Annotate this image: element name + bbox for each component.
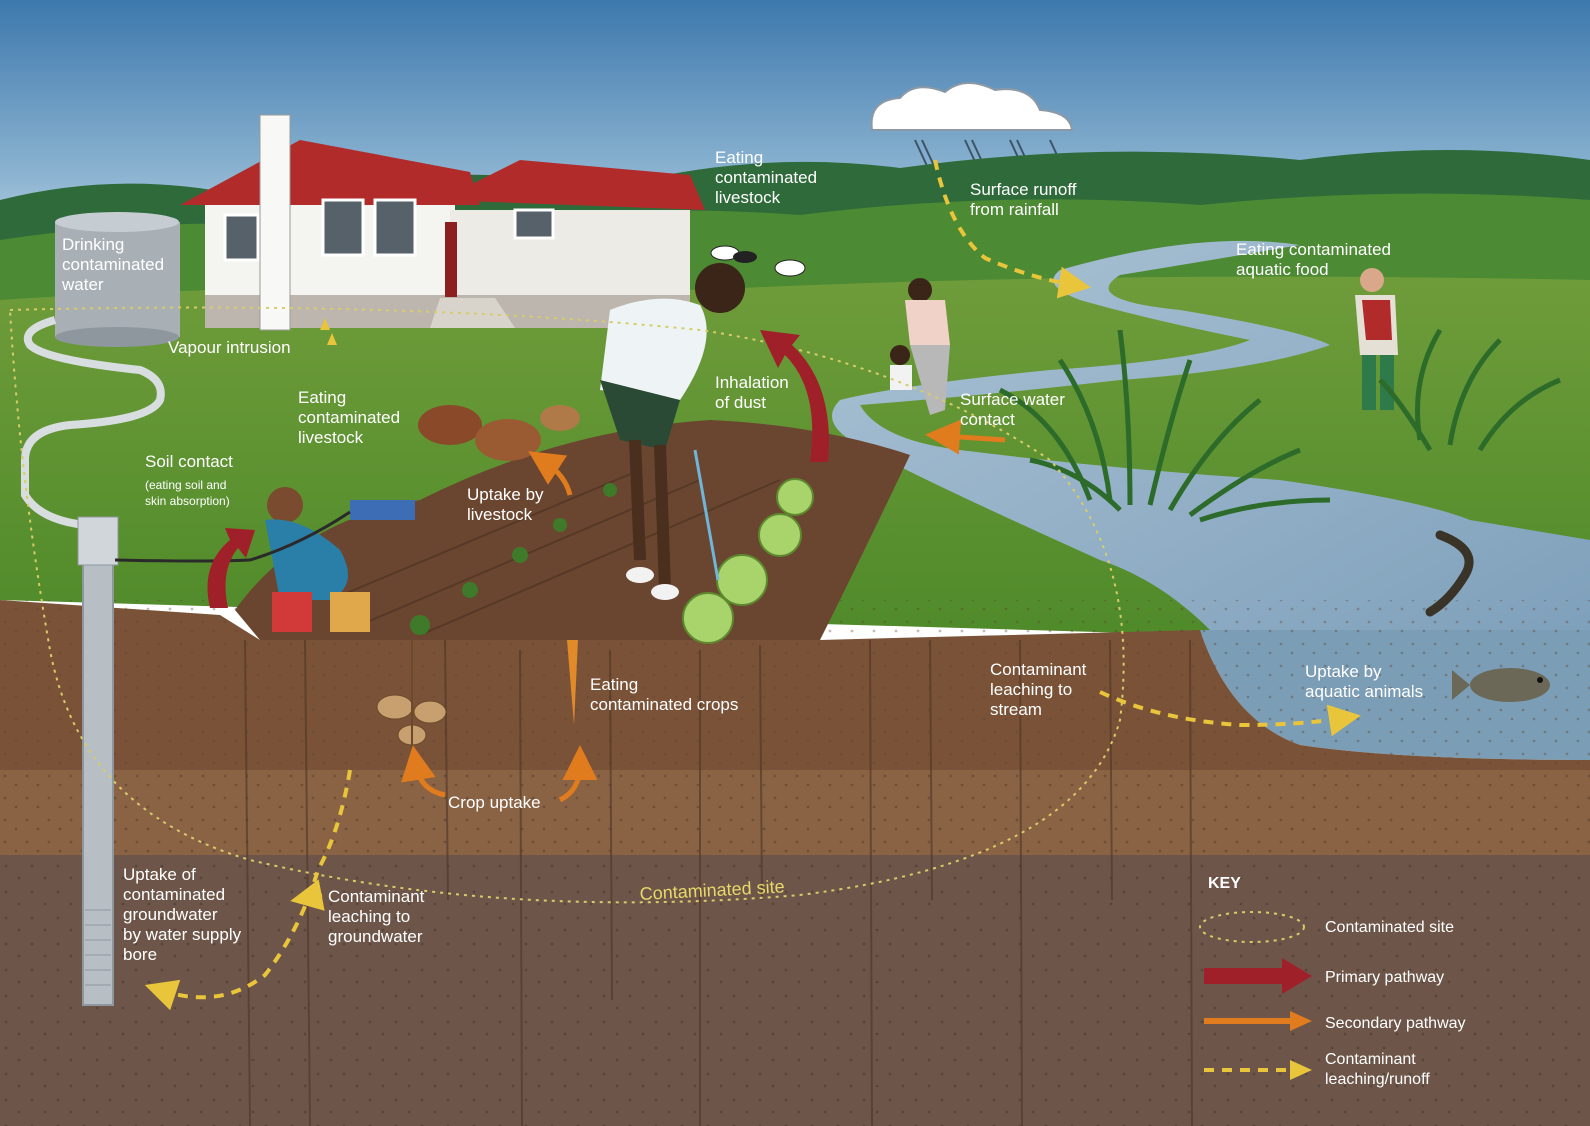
chickens — [418, 405, 580, 461]
label-uptake-of-groundwater: Uptake of contaminated groundwater by wa… — [123, 865, 246, 964]
bore-screen — [85, 909, 111, 986]
legend-item-primary-pathway: Primary pathway — [1204, 958, 1444, 994]
label-leaching-to-stream: Contaminant leaching to stream — [990, 660, 1091, 719]
vapour-intrusion-arrows — [320, 318, 337, 345]
trout — [1452, 668, 1550, 702]
legend: KEY Contaminated site Primary pathway Se… — [1199, 875, 1466, 1088]
label-soil-contact: Soil contact — [145, 452, 233, 471]
label-eating-contaminated-crops: Eating contaminated crops — [590, 675, 738, 714]
legend-item-contaminated-site: Contaminated site — [1199, 911, 1454, 943]
label-surface-water-contact: Surface water contact — [960, 390, 1070, 429]
label-eating-livestock-top: Eating contaminated livestock — [715, 148, 822, 207]
house — [180, 114, 705, 331]
cabbages — [682, 478, 814, 644]
label-inhalation-of-dust: Inhalation of dust — [715, 373, 793, 412]
leaching-runoff-arrows — [144, 159, 1361, 1011]
bore-cap — [77, 516, 119, 566]
stream — [832, 240, 1590, 640]
potato-roots — [376, 640, 447, 752]
legend-label: Contaminated site — [1325, 919, 1454, 936]
label-surface-runoff: Surface runoff from rainfall — [970, 180, 1081, 219]
secondary-pathway-arrows — [401, 419, 1006, 803]
legend-item-leaching-runoff: Contaminant leaching/runoff — [1204, 1051, 1430, 1088]
water-tank — [55, 212, 180, 347]
legend-label: Contaminant leaching/runoff — [1325, 1051, 1430, 1088]
label-leaching-to-groundwater: Contaminant leaching to groundwater — [328, 887, 429, 946]
label-drinking-water: Drinking contaminated water — [61, 235, 169, 294]
label-soil-contact-detail: (eating soil and skin absorption) — [145, 478, 230, 508]
label-crop-uptake: Crop uptake — [448, 793, 541, 812]
legend-symbol-dotted-ellipse — [1199, 911, 1305, 943]
eel — [1425, 530, 1474, 617]
legend-title: KEY — [1208, 875, 1241, 892]
child-at-garden — [265, 487, 370, 632]
carrot-root — [567, 640, 578, 725]
label-vapour-intrusion: Vapour intrusion — [168, 338, 291, 357]
label-uptake-by-livestock: Uptake by livestock — [467, 485, 548, 524]
label-eating-aquatic-food: Eating contaminated aquatic food — [1236, 240, 1396, 279]
water-supply-bore — [82, 519, 114, 1006]
legend-symbol-secondary-arrow — [1204, 1011, 1312, 1031]
adult-and-toddler — [890, 278, 950, 415]
garden-sprinkler — [114, 500, 415, 563]
soil-deep-texture — [0, 855, 1590, 1126]
flax-reeds — [998, 328, 1561, 523]
primary-pathway-arrows — [207, 330, 829, 608]
label-uptake-by-aquatic-animals: Uptake by aquatic animals — [1305, 662, 1423, 701]
legend-label: Secondary pathway — [1325, 1015, 1466, 1032]
soil-middle-texture — [0, 770, 1590, 860]
label-eating-livestock-left: Eating contaminated livestock — [298, 388, 405, 447]
person-fishing — [1355, 268, 1398, 410]
seedlings — [410, 483, 617, 635]
water-pipe — [21, 316, 165, 529]
legend-label: Primary pathway — [1325, 969, 1444, 986]
legend-symbol-primary-arrow — [1204, 958, 1312, 994]
legend-item-secondary-pathway: Secondary pathway — [1204, 1011, 1466, 1032]
legend-symbol-dashed-arrowhead — [1290, 1060, 1312, 1080]
cows — [710, 245, 806, 277]
